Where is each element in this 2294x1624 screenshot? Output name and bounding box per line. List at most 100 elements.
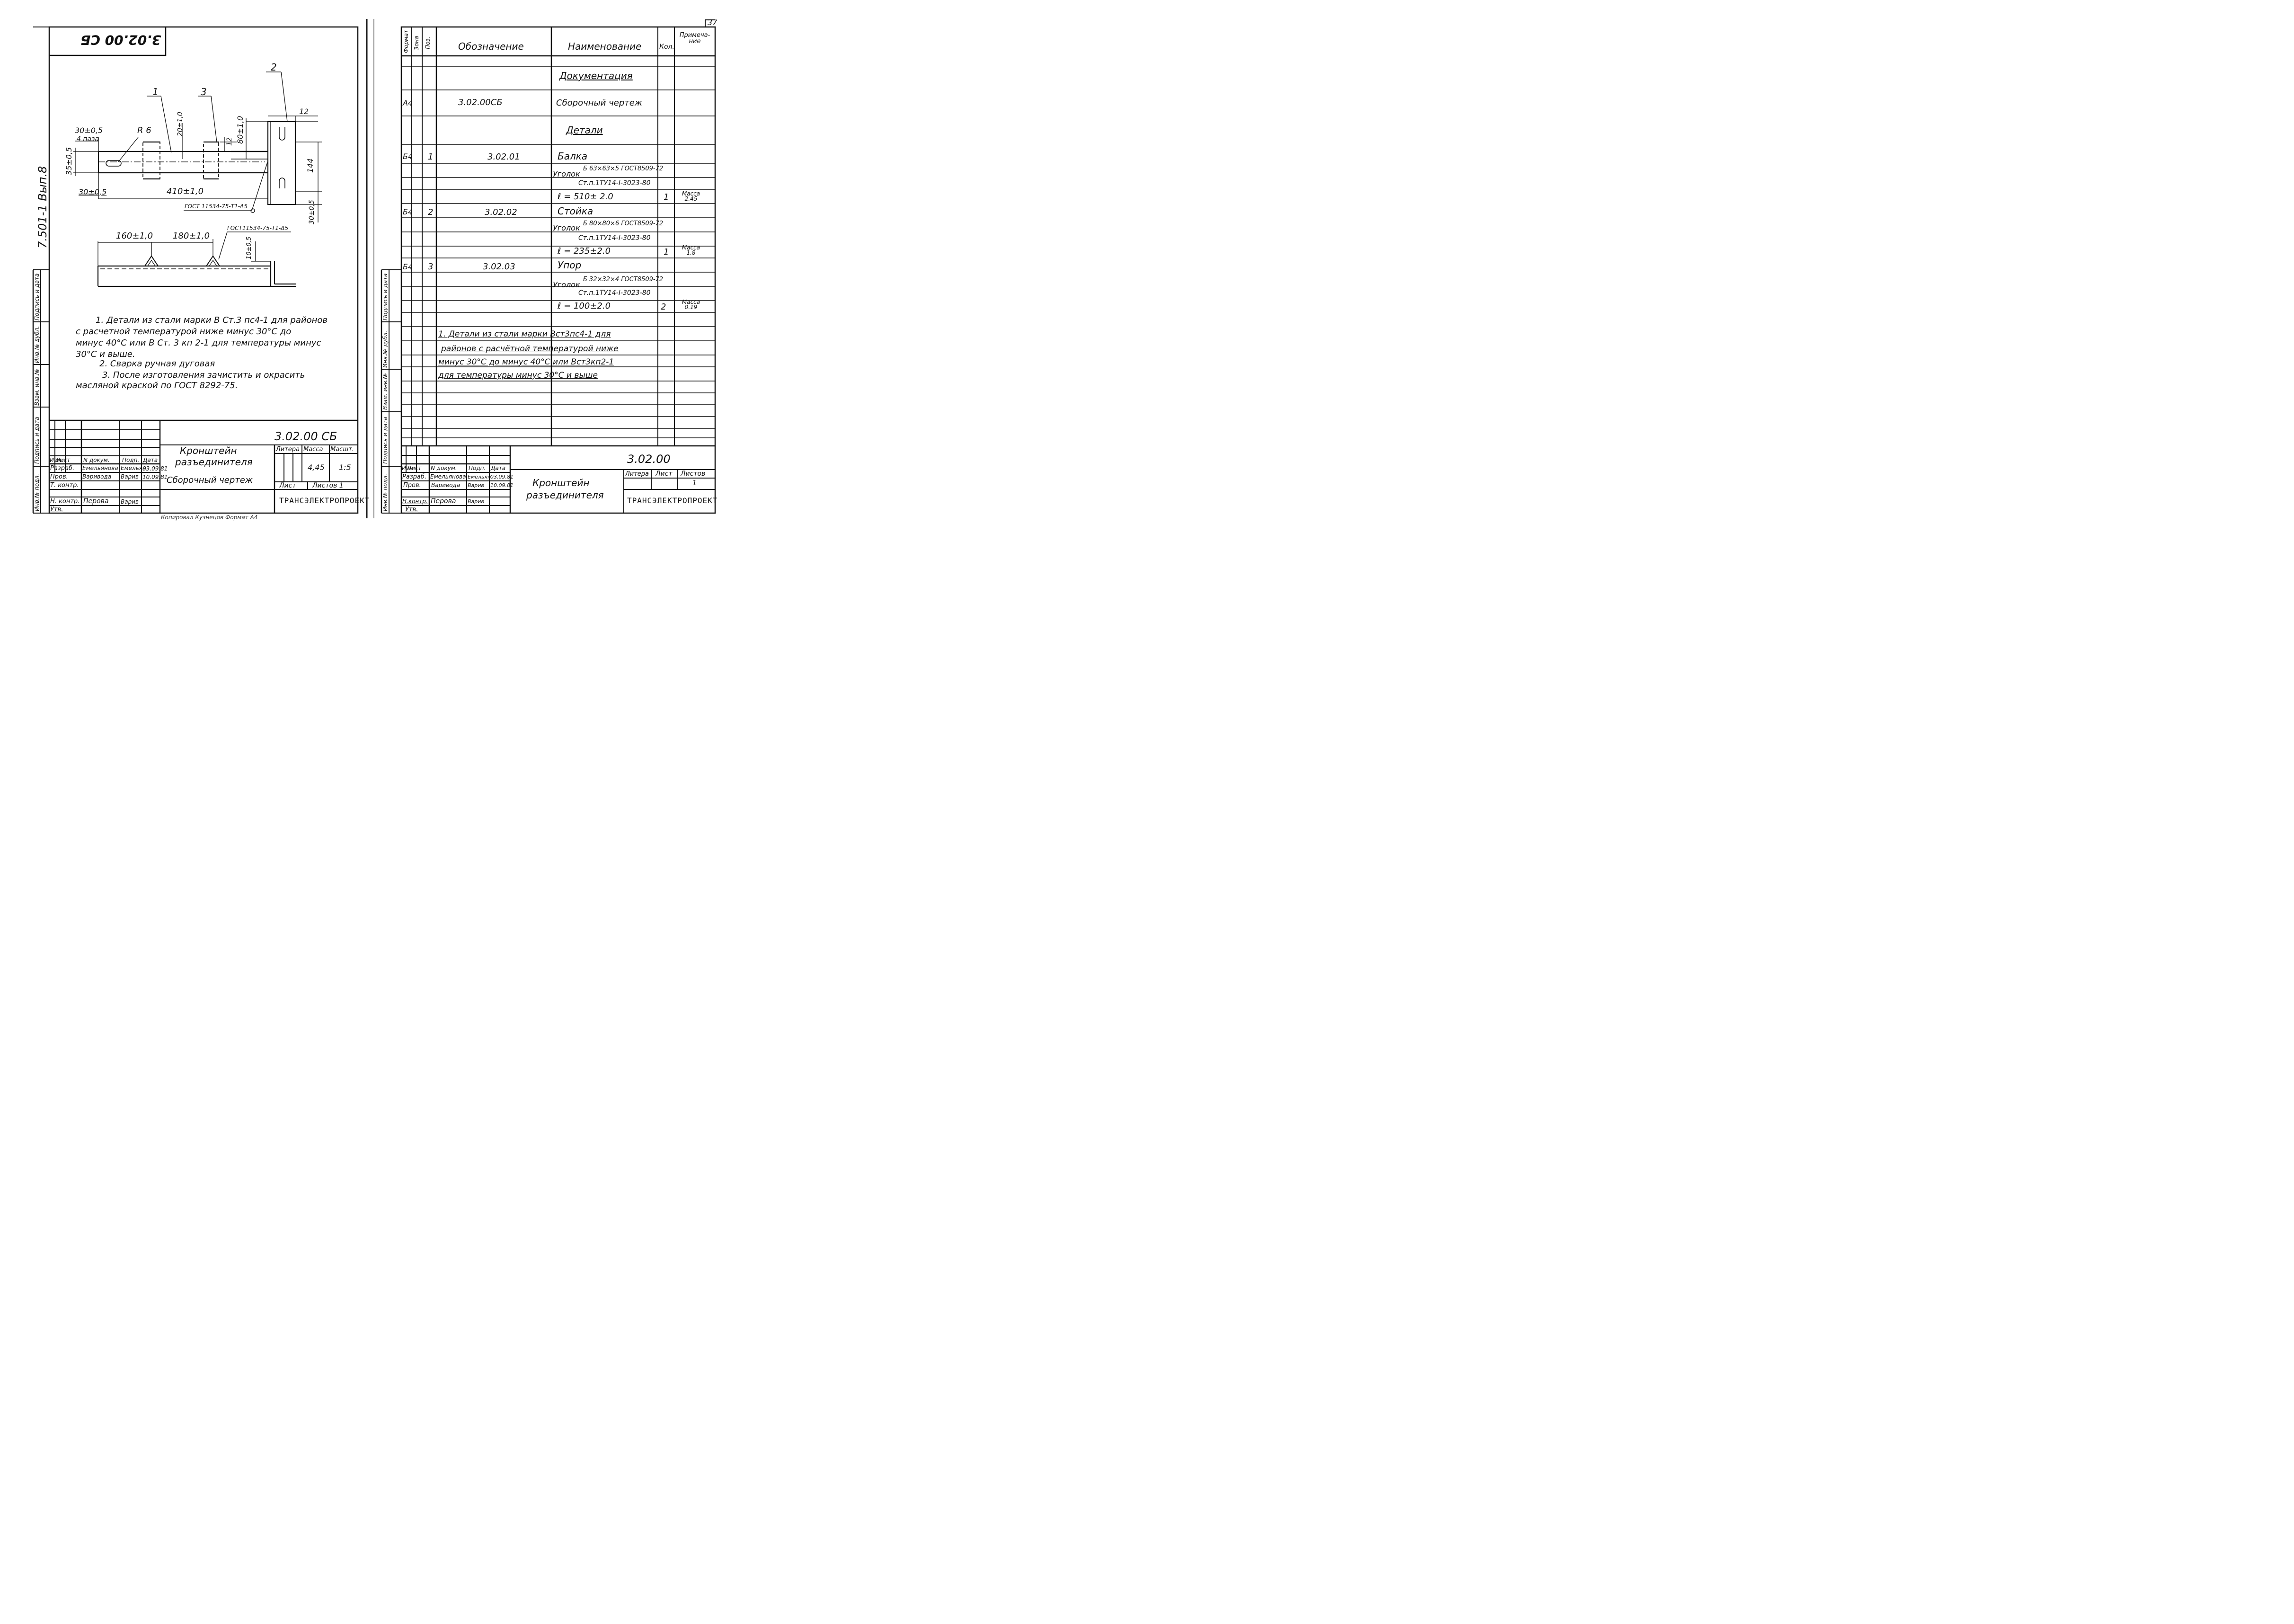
dim-30-bottom: 30±0,5	[79, 187, 107, 196]
note-line: с расчетной температурой ниже минус 30°С…	[76, 327, 292, 337]
title-block-code: 3.02.00 СБ	[275, 430, 337, 443]
dim-12-vertical: 12	[226, 137, 233, 146]
dim-30-top: 30±0,5	[75, 126, 103, 135]
dim-r6: R 6	[137, 125, 151, 135]
dim-160: 160±1,0	[116, 231, 153, 241]
spec-header-name: Наименование	[568, 41, 642, 52]
spec-note: Масса 2.45	[682, 190, 700, 202]
tb-name: Емельянова	[82, 465, 118, 471]
tb-header-list: Лист	[56, 457, 71, 463]
rtb-header-sign: Подп.	[469, 465, 486, 471]
tb-header-izm: Изм.	[50, 457, 63, 463]
spec-name: Балка	[558, 151, 588, 162]
spec-note: Масса 0.19	[682, 299, 700, 311]
tb-sheets-label: Листов 1	[312, 482, 344, 489]
rtb-litera-label: Литера	[625, 470, 649, 478]
spec-qty: 1	[664, 192, 669, 202]
leader-1: 1	[152, 86, 159, 98]
rtb-role: Пров.	[403, 482, 421, 489]
spec-pos: 3	[428, 262, 434, 272]
tb-header-doc: N докум.	[83, 457, 110, 463]
side-field-vzam-inv: Взам. инв.№	[34, 369, 40, 406]
dim-12-horizontal: 12	[299, 107, 309, 116]
side-field-inv-podl: Инв.№ подл.	[34, 474, 40, 511]
tb-date: 03.09.81	[142, 465, 168, 472]
tb-mass-label: Масса	[303, 446, 323, 453]
tb-litera-label: Литера	[276, 446, 300, 453]
tb-header-date: Дата	[143, 457, 158, 463]
drawing-linework	[32, 19, 716, 518]
spec-note-line: районов с расчётной температурой ниже	[441, 344, 619, 354]
side-field-inv-dubl: Инв.№ дубл.	[382, 330, 389, 368]
rtb-name: Емельянова	[430, 473, 466, 480]
dim-30-right: 30±0,5	[308, 200, 316, 224]
rtb-header-doc: N докум.	[431, 465, 457, 471]
spec-header-pos: Поз.	[425, 36, 431, 49]
tb-title-line2: разъединителя	[175, 456, 253, 468]
spec-section-parts: Детали	[566, 124, 603, 136]
spec-note-line: 1. Детали из стали марки Вст3пс4-1 для	[438, 329, 611, 339]
tb-role: Н. контр.	[50, 498, 80, 505]
spec-name: Сборочный чертеж	[556, 98, 643, 108]
rtb-role: Утв.	[405, 506, 418, 513]
rtb-sign: Варив	[468, 482, 484, 488]
tb-name: Перова	[83, 497, 109, 505]
tb-name: Варивода	[82, 473, 112, 480]
spec-header-zone: Зона	[413, 35, 420, 50]
side-field-sign-date-2: Подпись и дата	[34, 273, 40, 320]
tb-date: 10.09.81	[142, 474, 168, 480]
tb-header-sign: Подп.	[122, 457, 140, 463]
spec-designation: 3.02.01	[487, 152, 520, 162]
spec-header-designation: Обозначение	[458, 41, 524, 52]
spec-name: ℓ = 100±2.0	[558, 301, 611, 311]
tb-footer: Копировал Кузнецов Формат А4	[161, 514, 258, 521]
spec-qty: 1	[664, 247, 669, 257]
rtb-role: Н.контр.	[402, 498, 428, 505]
spec-name-top: Б 32×32×4 ГОСТ8509-72	[583, 276, 664, 283]
spec-name: Упор	[558, 259, 582, 271]
tb-org: ТРАНСЭЛЕКТРОПРОЕКТ	[279, 496, 370, 505]
tb-title-line3: Сборочный чертеж	[167, 475, 253, 485]
rtb-title-line2: разъединителя	[526, 489, 604, 501]
spec-name: Стойка	[558, 205, 593, 217]
spec-header-format: Формат	[403, 30, 409, 53]
tb-role: Разраб.	[50, 465, 75, 472]
leader-2: 2	[271, 62, 277, 73]
note-line: минус 40°С или В Ст. 3 кп 2-1 для темпер…	[76, 338, 321, 348]
side-field-inv-podl: Инв.№ подл.	[382, 474, 389, 511]
spec-designation: 3.02.03	[483, 262, 515, 272]
weld-symbol-2: ГОСТ11534-75-Т1-Δ5	[227, 225, 289, 231]
spec-name-top: Б 63×63×5 ГОСТ8509-72	[583, 165, 664, 172]
spec-name-bottom: Ст.п.1ТУ14-I-3023-80	[578, 289, 651, 297]
rtb-date: 10.09.81	[490, 482, 514, 488]
spec-name-top: Б 80×80×6 ГОСТ8509-72	[583, 220, 664, 227]
tb-title-line1: Кронштейн	[180, 445, 237, 456]
dim-80: 80±1,0	[236, 115, 245, 144]
rtb-sheet-label: Лист	[655, 470, 673, 478]
spec-name-bottom: Ст.п.1ТУ14-I-3023-80	[578, 179, 651, 187]
rtb-header-list: Лист	[407, 465, 422, 471]
side-field-inv-dubl: Инв.№ дубл.	[34, 326, 40, 363]
spec-format: Б4	[403, 207, 413, 216]
rtb-code: 3.02.00	[627, 453, 671, 466]
rtb-sheets-value: 1	[692, 479, 697, 487]
dim-180: 180±1,0	[173, 231, 210, 241]
note-line: 3. После изготовления зачистить и окраси…	[102, 370, 305, 380]
tb-sheet-label: Лист	[279, 482, 296, 489]
side-field-sign-date-1: Подпись и дата	[34, 417, 40, 464]
tb-mass: 4,45	[308, 463, 325, 472]
tb-role: Пров.	[50, 473, 68, 480]
spec-pos: 1	[428, 152, 434, 162]
spec-name: ℓ = 510± 2.0	[558, 192, 613, 202]
spec-designation: 3.02.02	[485, 207, 517, 217]
spec-name-prefix: Уголок	[553, 223, 580, 232]
spec-header-qty: Кол.	[659, 43, 674, 51]
spec-name-bottom: Ст.п.1ТУ14-I-3023-80	[578, 234, 651, 242]
dim-slots: 4 паза	[77, 135, 99, 143]
spec-format: Б4	[403, 152, 413, 161]
spec-name-prefix: Уголок	[553, 169, 580, 178]
spec-note-line: минус 30°С до минус 40°С или Вст3кп2-1	[438, 357, 614, 367]
rtb-org: ТРАНСЭЛЕКТРОПРОЕКТ	[627, 496, 718, 505]
rtb-header-date: Дата	[491, 465, 506, 471]
rtb-title-line1: Кронштейн	[532, 477, 590, 488]
